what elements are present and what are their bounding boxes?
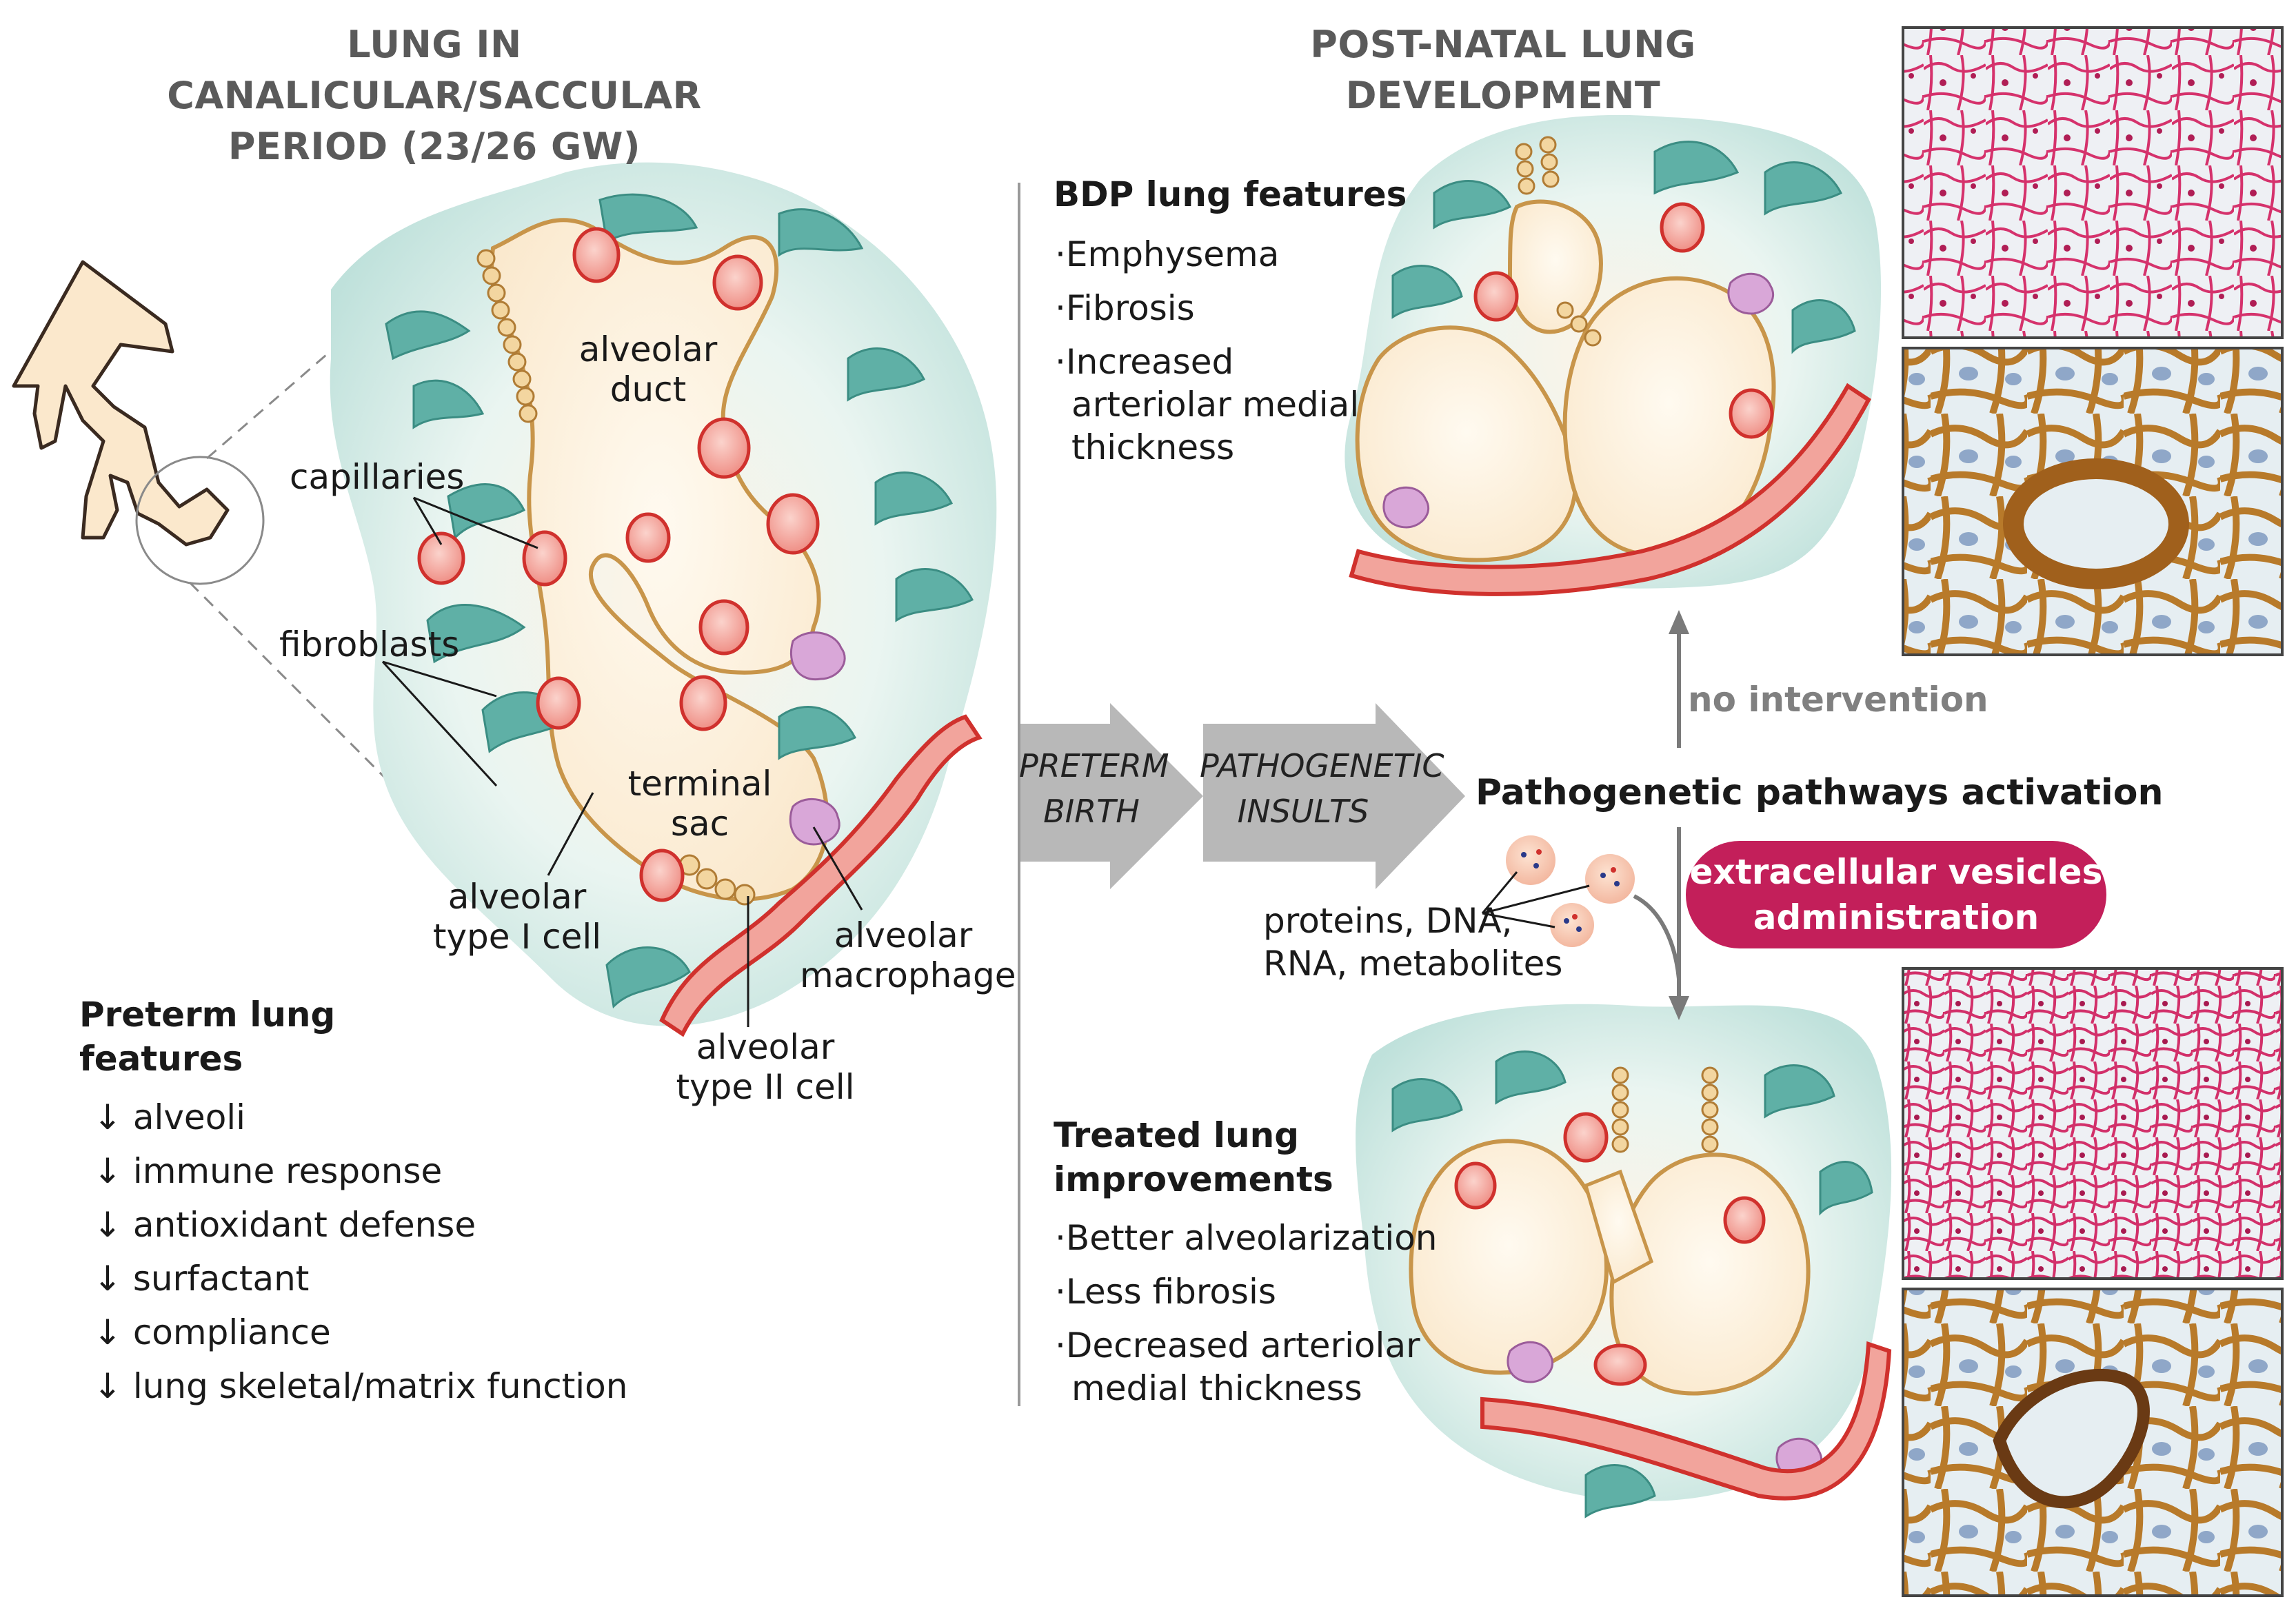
label-alveolar-duct: alveolar duct (565, 329, 731, 409)
list-item: ·Increased (1055, 342, 1234, 382)
treated-lung-tissue (1356, 1004, 1892, 1518)
preterm-features-list: ↓ alveoli ↓ immune response ↓ antioxidan… (93, 1096, 627, 1408)
bdp-features-title: BDP lung features (1054, 174, 1407, 214)
right-title: POST-NATAL LUNG DEVELOPMENT (1310, 23, 1696, 117)
label-type1-line-2: type I cell (432, 917, 602, 957)
pathogenetic-insults-line-2: INSULTS (1237, 793, 1369, 830)
ev-administration-badge: extracellular vesicles administration (1686, 841, 2106, 948)
pathogenetic-insults-label: PATHOGENETIC INSULTS (1200, 743, 1444, 834)
preterm-birth-label: PRETERM BIRTH (1019, 743, 1169, 834)
list-item: ↓ antioxidant defense (93, 1205, 476, 1245)
ev-cargo-line-2: RNA, metabolites (1263, 944, 1563, 984)
macrophage-cell-1 (789, 631, 846, 681)
down-arrow-icon: ↓ (93, 1366, 122, 1406)
preterm-features-title-line-1: Preterm lung (79, 995, 336, 1035)
list-item: ↓ lung skeletal/matrix function (93, 1366, 628, 1406)
list-item: arteriolar medial (1071, 385, 1360, 425)
label-fibroblasts: fibroblasts (279, 624, 460, 664)
label-alveolar-duct-line-1: alveolar (578, 329, 718, 369)
zoom-line-bottom (188, 581, 408, 801)
ev-badge-line-2: administration (1753, 897, 2040, 937)
list-item: ·Better alveolarization (1055, 1218, 1438, 1258)
bdp-features-list: ·Emphysema ·Fibrosis ·Increased arteriol… (1055, 233, 1359, 469)
list-item: ·Less fibrosis (1055, 1272, 1276, 1312)
preterm-features-title-line-2: features (79, 1039, 243, 1079)
treated-title-line-1: Treated lung (1054, 1115, 1300, 1155)
treated-features-list: ·Better alveolarization ·Less fibrosis ·… (1055, 1217, 1438, 1410)
list-item: thickness (1071, 427, 1235, 467)
no-intervention-label: no intervention (1688, 680, 1988, 720)
cargo-arrows (1481, 871, 1590, 928)
label-alveolar-macrophage: alveolar macrophage (800, 915, 1016, 995)
list-item: medial thickness (1071, 1368, 1362, 1408)
list-item: ↓ compliance (93, 1312, 331, 1352)
arrow-head-down (1669, 996, 1689, 1020)
down-arrow-icon: ↓ (93, 1259, 122, 1299)
histology-panel-bdp-he (1902, 26, 2284, 339)
list-item: ·Emphysema (1055, 234, 1280, 274)
ev-badge-line-1: extracellular vesicles (1689, 852, 2103, 892)
arrow-head-up (1669, 610, 1689, 634)
left-title-line-2: PERIOD (23/26 GW) (228, 125, 641, 168)
pathways-activation-label: Pathogenetic pathways activation (1476, 772, 2164, 813)
label-macrophage-line-2: macrophage (800, 955, 1016, 995)
flow-arrows (1633, 631, 1681, 999)
preterm-birth-arrow (1020, 703, 1203, 889)
histology-panel-treated-ihc (1902, 1288, 2284, 1597)
zoom-circle (135, 456, 265, 585)
histology-panel-bdp-ihc (1902, 347, 2284, 656)
extracellular-vesicle-icons (1506, 835, 1635, 947)
down-arrow-icon: ↓ (93, 1151, 122, 1191)
label-capillaries: capillaries (290, 457, 465, 497)
label-type2-line-2: type II cell (676, 1067, 855, 1107)
label-macrophage-line-1: alveolar (834, 915, 973, 955)
label-terminal-sac: terminal sac (617, 764, 783, 844)
preterm-features-title: Preterm lung features (79, 993, 335, 1081)
pathogenetic-insults-arrow (1203, 703, 1465, 889)
preterm-lung-tissue (330, 162, 997, 1037)
left-title-line-1: LUNG IN CANALICULAR/SACCULAR (167, 23, 702, 117)
label-terminal-sac-line-2: sac (670, 804, 729, 844)
label-alveolar-type-1-cell: alveolar type I cell (414, 877, 621, 957)
histology-panel-treated-he (1902, 967, 2284, 1280)
ev-cargo-label: proteins, DNA, RNA, metabolites (1263, 900, 1562, 985)
label-terminal-sac-line-1: terminal (627, 764, 772, 804)
treated-title-line-2: improvements (1054, 1159, 1333, 1199)
preterm-birth-line-2: BIRTH (1043, 793, 1140, 830)
list-item: ↓ immune response (93, 1151, 443, 1191)
down-arrow-icon: ↓ (93, 1205, 122, 1245)
list-item: ·Fibrosis (1055, 288, 1195, 328)
treated-features-title: Treated lung improvements (1054, 1113, 1333, 1201)
left-title: LUNG IN CANALICULAR/SACCULAR PERIOD (23/… (90, 19, 779, 172)
down-arrow-icon: ↓ (93, 1097, 122, 1137)
leader-lines-left (381, 496, 863, 1027)
pathogenetic-insults-line-1: PATHOGENETIC (1200, 747, 1444, 784)
list-item: ·Decreased arteriolar (1055, 1325, 1420, 1365)
preterm-birth-line-1: PRETERM (1019, 747, 1169, 784)
label-alveolar-duct-line-2: duct (610, 369, 687, 409)
ev-cargo-line-1: proteins, DNA, (1263, 901, 1513, 941)
macrophage-cell-2 (789, 798, 840, 846)
bronchial-tree-icon (12, 260, 230, 547)
list-item: ↓ alveoli (93, 1097, 246, 1137)
label-type2-line-1: alveolar (696, 1027, 835, 1067)
label-alveolar-type-2-cell: alveolar type II cell (662, 1027, 869, 1107)
list-item: ↓ surfactant (93, 1259, 310, 1299)
down-arrow-icon: ↓ (93, 1312, 122, 1352)
bdp-lung-tissue (1345, 114, 1882, 596)
label-type1-line-1: alveolar (447, 877, 587, 917)
